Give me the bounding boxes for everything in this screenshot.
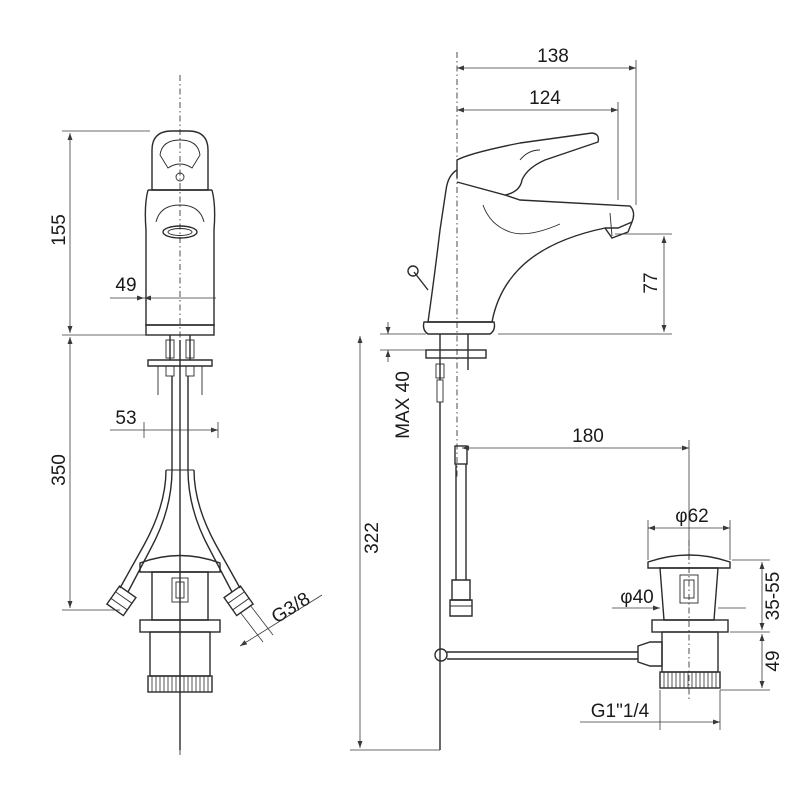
front-fitting-left (105, 585, 137, 617)
drain-overflow-link (637, 641, 663, 667)
dim-g38-label: G3/8 (268, 589, 314, 629)
front-drain-thread (147, 675, 213, 693)
side-body (427, 169, 635, 323)
front-hose-right (187, 376, 233, 593)
drain-flange (647, 554, 731, 569)
dim-49-label: 49 (115, 275, 136, 296)
front-bracket (147, 359, 213, 367)
side-view: 138 124 77 MAX 40 322 180 (350, 46, 690, 751)
front-hose-left (127, 376, 173, 593)
dim-138-label: 138 (537, 46, 569, 67)
dim-53-label: 53 (115, 408, 136, 429)
dim-g38-leader (239, 594, 323, 647)
front-fitting-right (223, 585, 255, 617)
side-clamp (425, 349, 487, 359)
dim-124-label: 124 (529, 88, 561, 109)
side-base (422, 321, 496, 335)
dim-phi62-label: φ62 (675, 506, 708, 527)
dim-180-label: 180 (572, 426, 604, 447)
side-lever (456, 132, 600, 196)
drain-thread (659, 671, 721, 689)
dim-322-label: 322 (362, 522, 383, 554)
dim-drain49-label: 49 (763, 650, 784, 671)
front-drain-flange (139, 554, 221, 573)
dim-g114-label: G1"1/4 (591, 701, 650, 722)
dim-155-label: 155 (49, 214, 70, 246)
front-view: 155 350 49 53 G3/8 (49, 75, 323, 755)
side-popup-knob (407, 265, 419, 277)
drain-assembly: φ62 φ40 35-55 49 G1"1/4 (580, 506, 784, 730)
dim-77-label: 77 (641, 272, 662, 293)
dim-350-label: 350 (49, 454, 70, 486)
dim-phi40-label: φ40 (620, 587, 653, 608)
dim-max40-label: MAX 40 (393, 371, 414, 439)
front-base (145, 324, 215, 336)
side-hose-fitting (449, 599, 473, 617)
dim-3555-label: 35-55 (763, 572, 784, 621)
front-lever (151, 130, 209, 191)
